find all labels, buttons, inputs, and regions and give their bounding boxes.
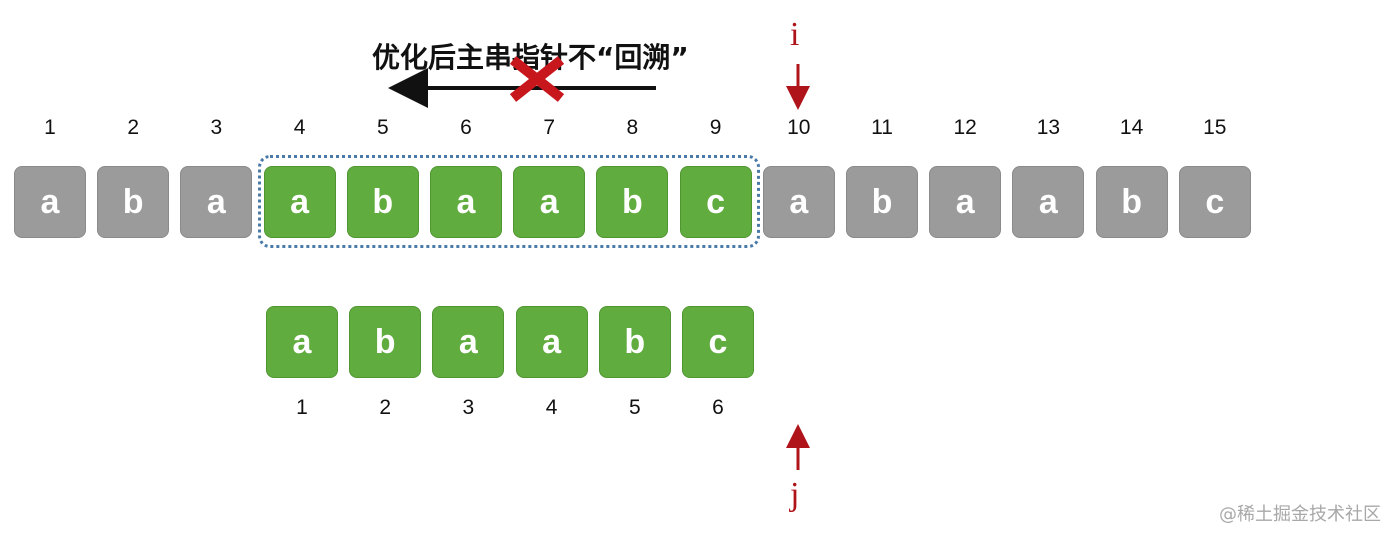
main-index-label: 5 <box>376 116 389 139</box>
match-region-outline <box>258 155 760 248</box>
pattern-index-label: 2 <box>379 396 392 419</box>
pattern-index-label: 3 <box>462 396 475 419</box>
main-index-label: 10 <box>787 116 811 139</box>
main-char-box: a <box>430 166 502 238</box>
main-index-label: 13 <box>1036 116 1061 139</box>
main-char-box: a <box>929 166 1002 238</box>
main-index-label: 9 <box>709 116 722 139</box>
cross-icon <box>509 56 565 102</box>
pattern-index-label: 5 <box>628 396 641 419</box>
main-char-box: b <box>97 166 170 238</box>
main-char-box: b <box>346 166 419 238</box>
pattern-char-box: b <box>349 306 422 378</box>
pointer-j-label: j <box>790 476 800 513</box>
main-index-label: 1 <box>44 116 56 139</box>
pattern-char-box: c <box>682 306 754 378</box>
main-char-box: a <box>180 166 253 238</box>
pattern-char-box: a <box>432 306 505 378</box>
main-char-box: b <box>1095 166 1168 238</box>
main-char-box: a <box>513 166 586 238</box>
main-index-label: 12 <box>953 116 977 139</box>
main-char-box: a <box>762 166 835 238</box>
main-index-label: 6 <box>460 116 472 139</box>
pattern-char-box: a <box>266 306 338 378</box>
main-index-label: 7 <box>543 116 556 139</box>
main-index-label: 2 <box>127 116 140 139</box>
watermark: @稀土掘金技术社区 <box>1219 504 1381 525</box>
pointer-i-label: i <box>790 16 800 53</box>
pattern-char-box: a <box>515 306 588 378</box>
pattern-index-label: 4 <box>545 396 558 419</box>
pattern-char-box: b <box>598 306 671 378</box>
main-char-box: b <box>596 166 669 238</box>
main-char-box: c <box>679 166 752 238</box>
main-index-label: 11 <box>871 116 893 139</box>
main-index-label: 4 <box>293 116 306 139</box>
main-index-label: 15 <box>1203 116 1227 139</box>
main-char-box: b <box>846 166 918 238</box>
pattern-index-label: 1 <box>296 396 308 419</box>
main-index-label: 3 <box>210 116 223 139</box>
main-char-box: a <box>1012 166 1085 238</box>
pattern-index-label: 6 <box>712 396 724 419</box>
main-index-label: 14 <box>1119 116 1144 139</box>
main-char-box: c <box>1178 166 1251 238</box>
main-char-box: a <box>14 166 86 238</box>
main-char-box: a <box>263 166 336 238</box>
main-index-label: 8 <box>626 116 639 139</box>
